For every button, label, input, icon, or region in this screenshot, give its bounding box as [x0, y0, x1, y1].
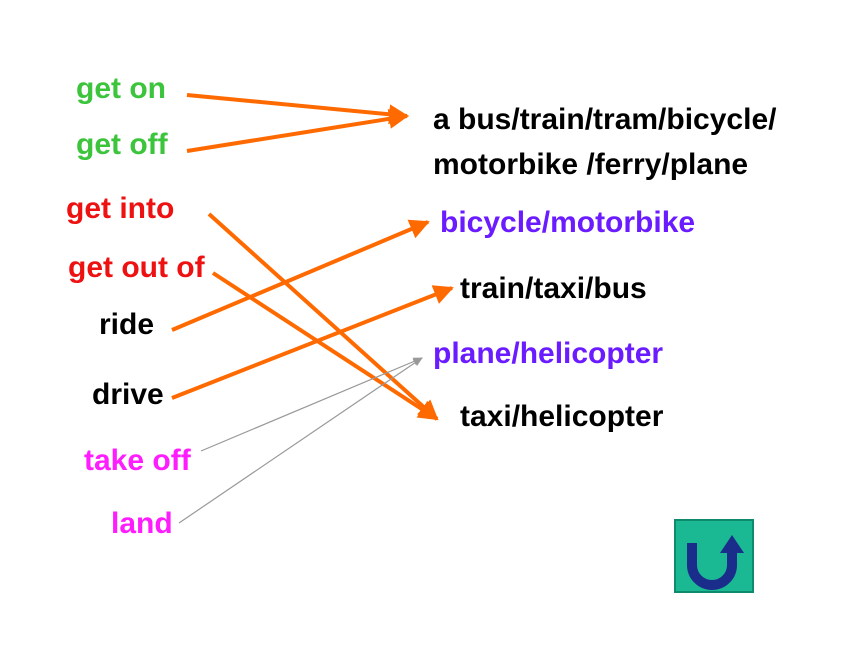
term-get-off: get off	[76, 128, 168, 161]
term-plane-helicopter: plane/helicopter	[433, 337, 664, 370]
term-get-on: get on	[76, 72, 166, 105]
term-land: land	[111, 507, 173, 540]
arrow-4-to-1	[171, 219, 430, 332]
term-bus-train-tram-line1: a bus/train/tram/bicycle/	[433, 103, 777, 136]
term-taxi-helicopter: taxi/helicopter	[460, 400, 664, 433]
arrow-1-to-0	[186, 108, 409, 153]
term-ride: ride	[99, 308, 155, 341]
term-drive: drive	[92, 378, 164, 411]
arrow-3-to-4	[211, 271, 439, 421]
arrow-0-to-0	[186, 93, 409, 125]
arrow-7-to-3	[178, 357, 423, 524]
term-train-taxi-bus: train/taxi/bus	[460, 272, 647, 305]
term-get-out-of: get out of	[68, 251, 205, 284]
arrow-5-to-2	[171, 285, 454, 400]
term-get-into: get into	[66, 192, 175, 225]
term-take-off: take off	[84, 444, 191, 477]
arrow-2-to-4	[207, 212, 439, 421]
return-button[interactable]	[674, 519, 754, 593]
term-bus-train-tram-line2: motorbike /ferry/plane	[433, 148, 749, 181]
arrow-6-to-3	[200, 357, 423, 452]
u-turn-arrow-icon	[687, 535, 744, 590]
term-bicycle-motorbike: bicycle/motorbike	[440, 206, 696, 239]
